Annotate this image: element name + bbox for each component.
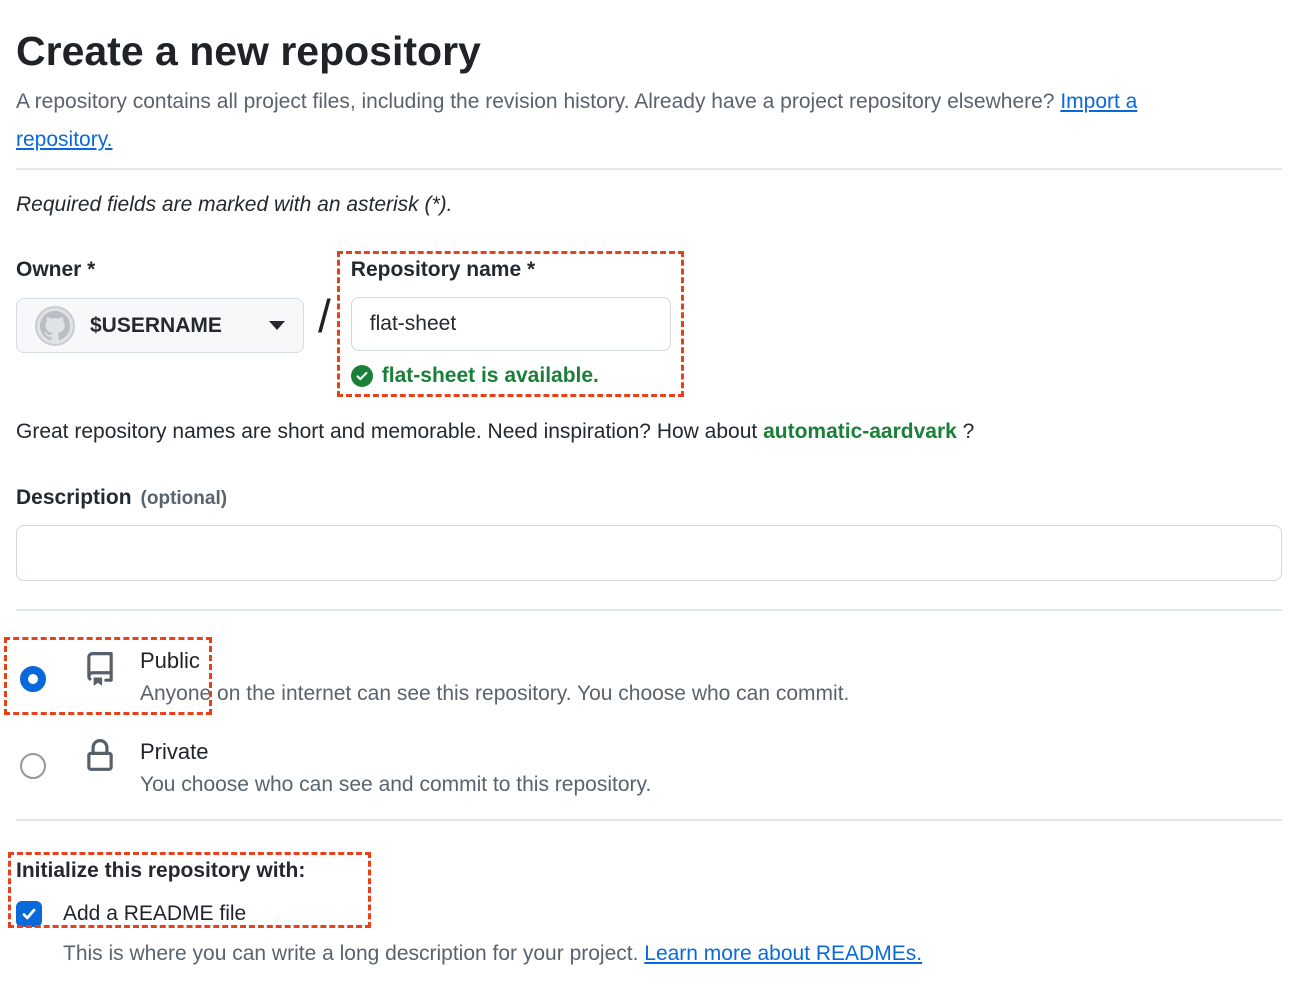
description-label-row: Description (optional) xyxy=(16,485,1282,511)
lock-icon xyxy=(83,739,117,778)
suggested-name-link[interactable]: automatic-aardvark xyxy=(763,420,957,443)
intro-text-body: A repository contains all project files,… xyxy=(16,90,1061,113)
learn-more-readmes-link[interactable]: Learn more about READMEs. xyxy=(644,942,923,965)
initialize-section: Initialize this repository with: Add a R… xyxy=(8,852,1282,928)
readme-help-text: This is where you can write a long descr… xyxy=(63,940,1282,968)
check-circle-icon xyxy=(350,365,373,387)
description-optional-tag: (optional) xyxy=(140,488,228,509)
availability-message: flat-sheet is available. xyxy=(350,364,671,388)
description-input[interactable] xyxy=(16,525,1282,581)
intro-text: A repository contains all project files,… xyxy=(16,83,1236,159)
public-description: Anyone on the internet can see this repo… xyxy=(140,682,850,705)
checkmark-icon xyxy=(22,908,36,920)
private-option-text: Private You choose who can see and commi… xyxy=(140,736,651,801)
visibility-option-public: Public Anyone on the internet can see th… xyxy=(4,637,1282,715)
inspiration-line: Great repository names are short and mem… xyxy=(16,419,1282,445)
readme-help-body: This is where you can write a long descr… xyxy=(63,942,645,965)
divider xyxy=(16,168,1282,170)
repo-book-icon xyxy=(83,652,117,691)
owner-field: Owner * $USERNAME xyxy=(16,257,304,353)
owner-value: $USERNAME xyxy=(90,313,222,337)
repository-name-label: Repository name * xyxy=(350,258,536,281)
chevron-down-icon xyxy=(269,321,285,330)
description-label: Description xyxy=(16,486,132,509)
readme-checkbox-label[interactable]: Add a README file xyxy=(63,902,247,925)
divider xyxy=(16,609,1282,611)
divider xyxy=(16,819,1282,821)
create-repository-page: Create a new repository A repository con… xyxy=(0,26,1298,968)
page-title: Create a new repository xyxy=(16,28,481,74)
public-option-text: Public Anyone on the internet can see th… xyxy=(140,645,849,710)
visibility-option-private: Private You choose who can see and commi… xyxy=(16,736,1282,801)
private-description: You choose who can see and commit to thi… xyxy=(140,773,652,796)
github-octocat-icon xyxy=(40,310,70,340)
public-label[interactable]: Public xyxy=(140,648,200,673)
inspiration-text-before: Great repository names are short and mem… xyxy=(16,420,764,443)
required-fields-note: Required fields are marked with an aster… xyxy=(16,193,453,216)
initialize-heading: Initialize this repository with: xyxy=(16,859,306,882)
owner-label: Owner * xyxy=(16,258,96,281)
availability-text: flat-sheet is available. xyxy=(381,364,599,387)
avatar xyxy=(35,305,75,346)
owner-dropdown-button[interactable]: $USERNAME xyxy=(16,298,304,353)
repository-name-field: Repository name * flat-sheet is availabl… xyxy=(336,251,684,397)
private-label[interactable]: Private xyxy=(140,739,209,764)
readme-checkbox[interactable] xyxy=(16,901,42,927)
owner-repo-separator: / xyxy=(318,290,331,342)
import-repository-link[interactable]: Import a repository. xyxy=(16,90,1138,151)
public-radio[interactable] xyxy=(20,666,46,692)
private-radio[interactable] xyxy=(20,753,46,779)
readme-checkbox-row: Add a README file xyxy=(16,901,1282,927)
inspiration-text-after: ? xyxy=(956,420,975,443)
owner-repo-row: Owner * $USERNAME / Repository name * fl… xyxy=(16,251,1282,397)
repository-name-input[interactable] xyxy=(350,297,671,351)
